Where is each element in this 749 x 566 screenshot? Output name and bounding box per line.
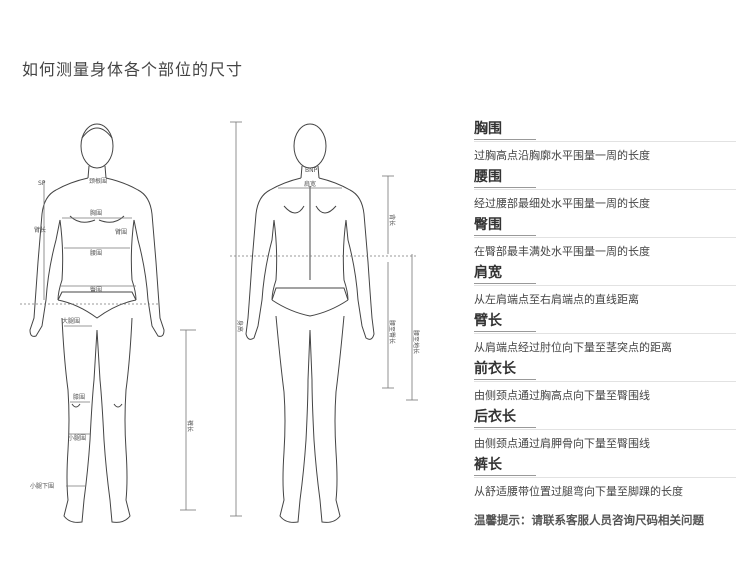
guide-entry-name: 前衣长 (474, 361, 516, 377)
guide-entry-desc: 从左肩端点至右肩端点的直线距离 (474, 293, 639, 306)
label-shoulder: 肩宽 (304, 180, 316, 188)
guide-entry-name: 肩宽 (474, 265, 502, 281)
guide-entry-name: 胸围 (474, 121, 502, 137)
divider-accent (474, 187, 536, 188)
guide-entry-name: 裤长 (474, 457, 502, 473)
label-height: 身高 (236, 320, 244, 332)
front-body-figure (29, 123, 165, 523)
divider-accent (474, 427, 536, 428)
label-pants-length: 裤长 (186, 420, 194, 432)
guide-entry-hip: 臀围 在臀部最丰满处水平围量一周的长度 (474, 214, 746, 262)
divider-accent (474, 379, 536, 380)
divider-accent (474, 331, 536, 332)
label-chest: 胸围 (90, 209, 102, 217)
back-body-figure (245, 123, 375, 523)
guide-entry-front-length: 前衣长 由侧颈点通过胸高点向下量至臀围线 (474, 358, 746, 406)
guide-entry-desc: 由侧颈点通过胸高点向下量至臀围线 (474, 389, 650, 402)
divider (474, 429, 736, 430)
size-tip: 温馨提示：请联系客服人员咨询尺码相关问题 (474, 513, 704, 527)
label-hip: 臀围 (90, 287, 102, 294)
label-calf: 小腿围 (68, 434, 86, 442)
label-back-length: 背长 (388, 214, 396, 226)
guide-entry-arm: 臂长 从肩端点经过肘位向下量至茎突点的距离 (474, 310, 746, 358)
guide-entry-name: 后衣长 (474, 409, 516, 425)
label-thigh: 大腿围 (62, 317, 80, 325)
label-sp: SP (38, 180, 46, 187)
guide-entry-pants: 裤长 从舒适腰带位置过腿弯向下量至脚踝的长度 (474, 454, 746, 502)
guide-entry-waist: 腰围 经过腰部最细处水平围量一周的长度 (474, 166, 746, 214)
divider (474, 141, 736, 142)
label-neck: 颈根围 (89, 177, 107, 185)
divider-accent (474, 235, 536, 236)
divider (474, 333, 736, 334)
guide-entry-shoulder: 肩宽 从左肩端点至右肩端点的直线距离 (474, 262, 746, 310)
front-measure-lines (20, 180, 196, 511)
label-arm-length: 臂长 (34, 226, 46, 234)
label-ankle: 小腿下围 (30, 482, 54, 490)
divider (474, 237, 736, 238)
back-measure-lines (230, 121, 418, 517)
page-title: 如何测量身体各个部位的尺寸 (22, 60, 244, 79)
label-waist-hip: 腰至臀长 (388, 320, 396, 344)
guide-entry-desc: 从肩端点经过肘位向下量至茎突点的距离 (474, 341, 672, 354)
divider-accent (474, 283, 536, 284)
measurement-guide: 胸围 过胸高点沿胸廓水平围量一周的长度 腰围 经过腰部最细处水平围量一周的长度 … (474, 118, 746, 502)
guide-entry-back-length: 后衣长 由侧颈点通过肩胛骨向下量至臀围线 (474, 406, 746, 454)
label-upper-arm: 臂围 (115, 228, 127, 236)
label-bnp: BNP (305, 167, 318, 174)
label-waist-floor: 腰至地长 (412, 330, 420, 354)
guide-entry-desc: 由侧颈点通过肩胛骨向下量至臀围线 (474, 437, 650, 450)
guide-entry-desc: 过胸高点沿胸廓水平围量一周的长度 (474, 149, 650, 162)
divider (474, 189, 736, 190)
guide-entry-name: 臂长 (474, 313, 502, 329)
guide-entry-name: 臀围 (474, 217, 502, 233)
divider-accent (474, 139, 536, 140)
divider (474, 477, 736, 478)
guide-entry-desc: 从舒适腰带位置过腿弯向下量至脚踝的长度 (474, 485, 683, 498)
divider-accent (474, 475, 536, 476)
divider (474, 285, 736, 286)
body-figures: 颈根围 SP 臂长 胸围 臂围 腰围 臀围 大腿围 膝围 小腿围 小腿下围 裤长 (20, 121, 420, 523)
label-waist: 腰围 (90, 250, 102, 257)
guide-entry-desc: 在臀部最丰满处水平围量一周的长度 (474, 245, 650, 258)
label-knee: 膝围 (73, 393, 85, 401)
guide-entry-chest: 胸围 过胸高点沿胸廓水平围量一周的长度 (474, 118, 746, 166)
guide-entry-name: 腰围 (474, 169, 502, 185)
guide-entry-desc: 经过腰部最细处水平围量一周的长度 (474, 197, 650, 210)
divider (474, 381, 736, 382)
